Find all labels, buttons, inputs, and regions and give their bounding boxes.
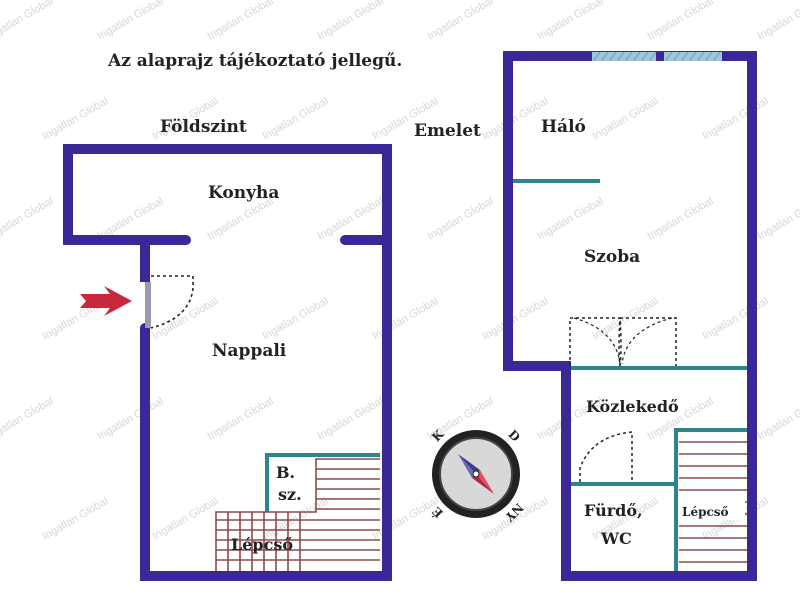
upper-floor-label: Emelet: [414, 121, 481, 141]
compass: É K D NY: [429, 427, 526, 525]
room-label-storage-line1: B.: [276, 463, 295, 482]
watermark-text: Ingatlan Global: [41, 495, 111, 542]
watermark-text: Ingatlan Global: [206, 395, 276, 442]
room-label-kitchen: Konyha: [208, 183, 279, 203]
watermark-text: Ingatlan Global: [701, 295, 771, 342]
ground-floor-label: Földszint: [160, 117, 247, 137]
double-door-swing: [569, 317, 677, 367]
entrance-arrow-icon: [80, 286, 132, 316]
ground-floor-outer-walls: [63, 144, 392, 581]
watermark-text: Ingatlan Global: [0, 395, 56, 442]
watermark-text: Ingatlan Global: [591, 295, 661, 342]
watermark-text: Ingatlan Global: [756, 0, 800, 43]
watermark-text: Ingatlan Global: [756, 195, 800, 242]
entrance-door-swing: [150, 275, 194, 329]
compass-needle-south: [476, 470, 494, 494]
compass-center: [472, 470, 480, 478]
watermark-text: Ingatlan Global: [96, 0, 166, 43]
bathroom-door-swing: [579, 431, 633, 482]
watermark-text: Ingatlan Global: [0, 195, 56, 242]
watermark-text: Ingatlan Global: [96, 395, 166, 442]
watermark-text: Ingatlan Global: [536, 195, 606, 242]
watermark-text: Ingatlan Global: [151, 495, 221, 542]
room-label-hallway: Közlekedő: [586, 397, 679, 416]
watermark-text: Ingatlan Global: [151, 295, 221, 342]
upper-stairs-label-bg: [679, 500, 745, 520]
watermark-text: Ingatlan Global: [481, 295, 551, 342]
stairs-partition: [674, 428, 747, 571]
storage-room-walls: [265, 453, 380, 512]
upper-floor-windows: [592, 51, 722, 61]
room-label-storage-line2: sz.: [278, 485, 302, 504]
watermark-text: Ingatlan Global: [261, 95, 331, 142]
watermark-text: Ingatlan Global: [646, 0, 716, 43]
watermark-text: Ingatlan Global: [371, 495, 441, 542]
watermark-text: Ingatlan Global: [536, 0, 606, 43]
entrance-door-leaf: [145, 282, 151, 328]
upper-floor-outer-walls: [503, 51, 757, 581]
watermark-text: Ingatlan Global: [701, 95, 771, 142]
watermark-text: Ingatlan Global: [646, 195, 716, 242]
watermark-text: Ingatlan Global: [591, 95, 661, 142]
room-label-living: Nappali: [212, 341, 287, 361]
compass-needle-north: [458, 454, 476, 478]
room-label-upper-stairs: Lépcső: [682, 505, 729, 519]
double-door-swing-arcs: [573, 317, 673, 365]
watermark-text: Ingatlan Global: [206, 0, 276, 43]
watermark-text: Ingatlan Global: [426, 195, 496, 242]
stairs-outline: [215, 458, 380, 571]
ground-floor: Földszint Konyha Nappali B. sz. Lépcső: [63, 117, 392, 581]
disclaimer-notice: Az alaprajz tájékoztató jellegű.: [107, 51, 402, 71]
upper-floor: Emelet Háló Szoba Közlekedő Fürdő, WC Lé…: [414, 51, 757, 581]
watermark-text: Ingatlan Global: [316, 395, 386, 442]
window-left: [592, 52, 656, 61]
watermark-text: Ingatlan Global: [426, 0, 496, 43]
watermark-text: Ingatlan Global: [0, 0, 56, 43]
room-label-room: Szoba: [584, 247, 640, 267]
ground-floor-stairs: [215, 458, 380, 571]
watermark-text: Ingatlan Global: [261, 295, 331, 342]
room-label-bath-line2: WC: [600, 529, 632, 548]
room-label-ground-stairs: Lépcső: [231, 535, 293, 554]
watermark-text: Ingatlan Global: [756, 395, 800, 442]
watermark-text: Ingatlan Global: [41, 95, 111, 142]
window-hatching: [593, 51, 721, 61]
compass-letter-south: D: [506, 427, 523, 444]
watermark-text: Ingatlan Global: [371, 295, 441, 342]
compass-needle-north-shade: [458, 454, 480, 474]
compass-needle-south-shade: [472, 474, 494, 494]
room-label-bedroom: Háló: [541, 117, 586, 137]
room-label-bath-line1: Fürdő,: [584, 501, 643, 520]
watermark-text: Ingatlan Global: [316, 0, 386, 43]
